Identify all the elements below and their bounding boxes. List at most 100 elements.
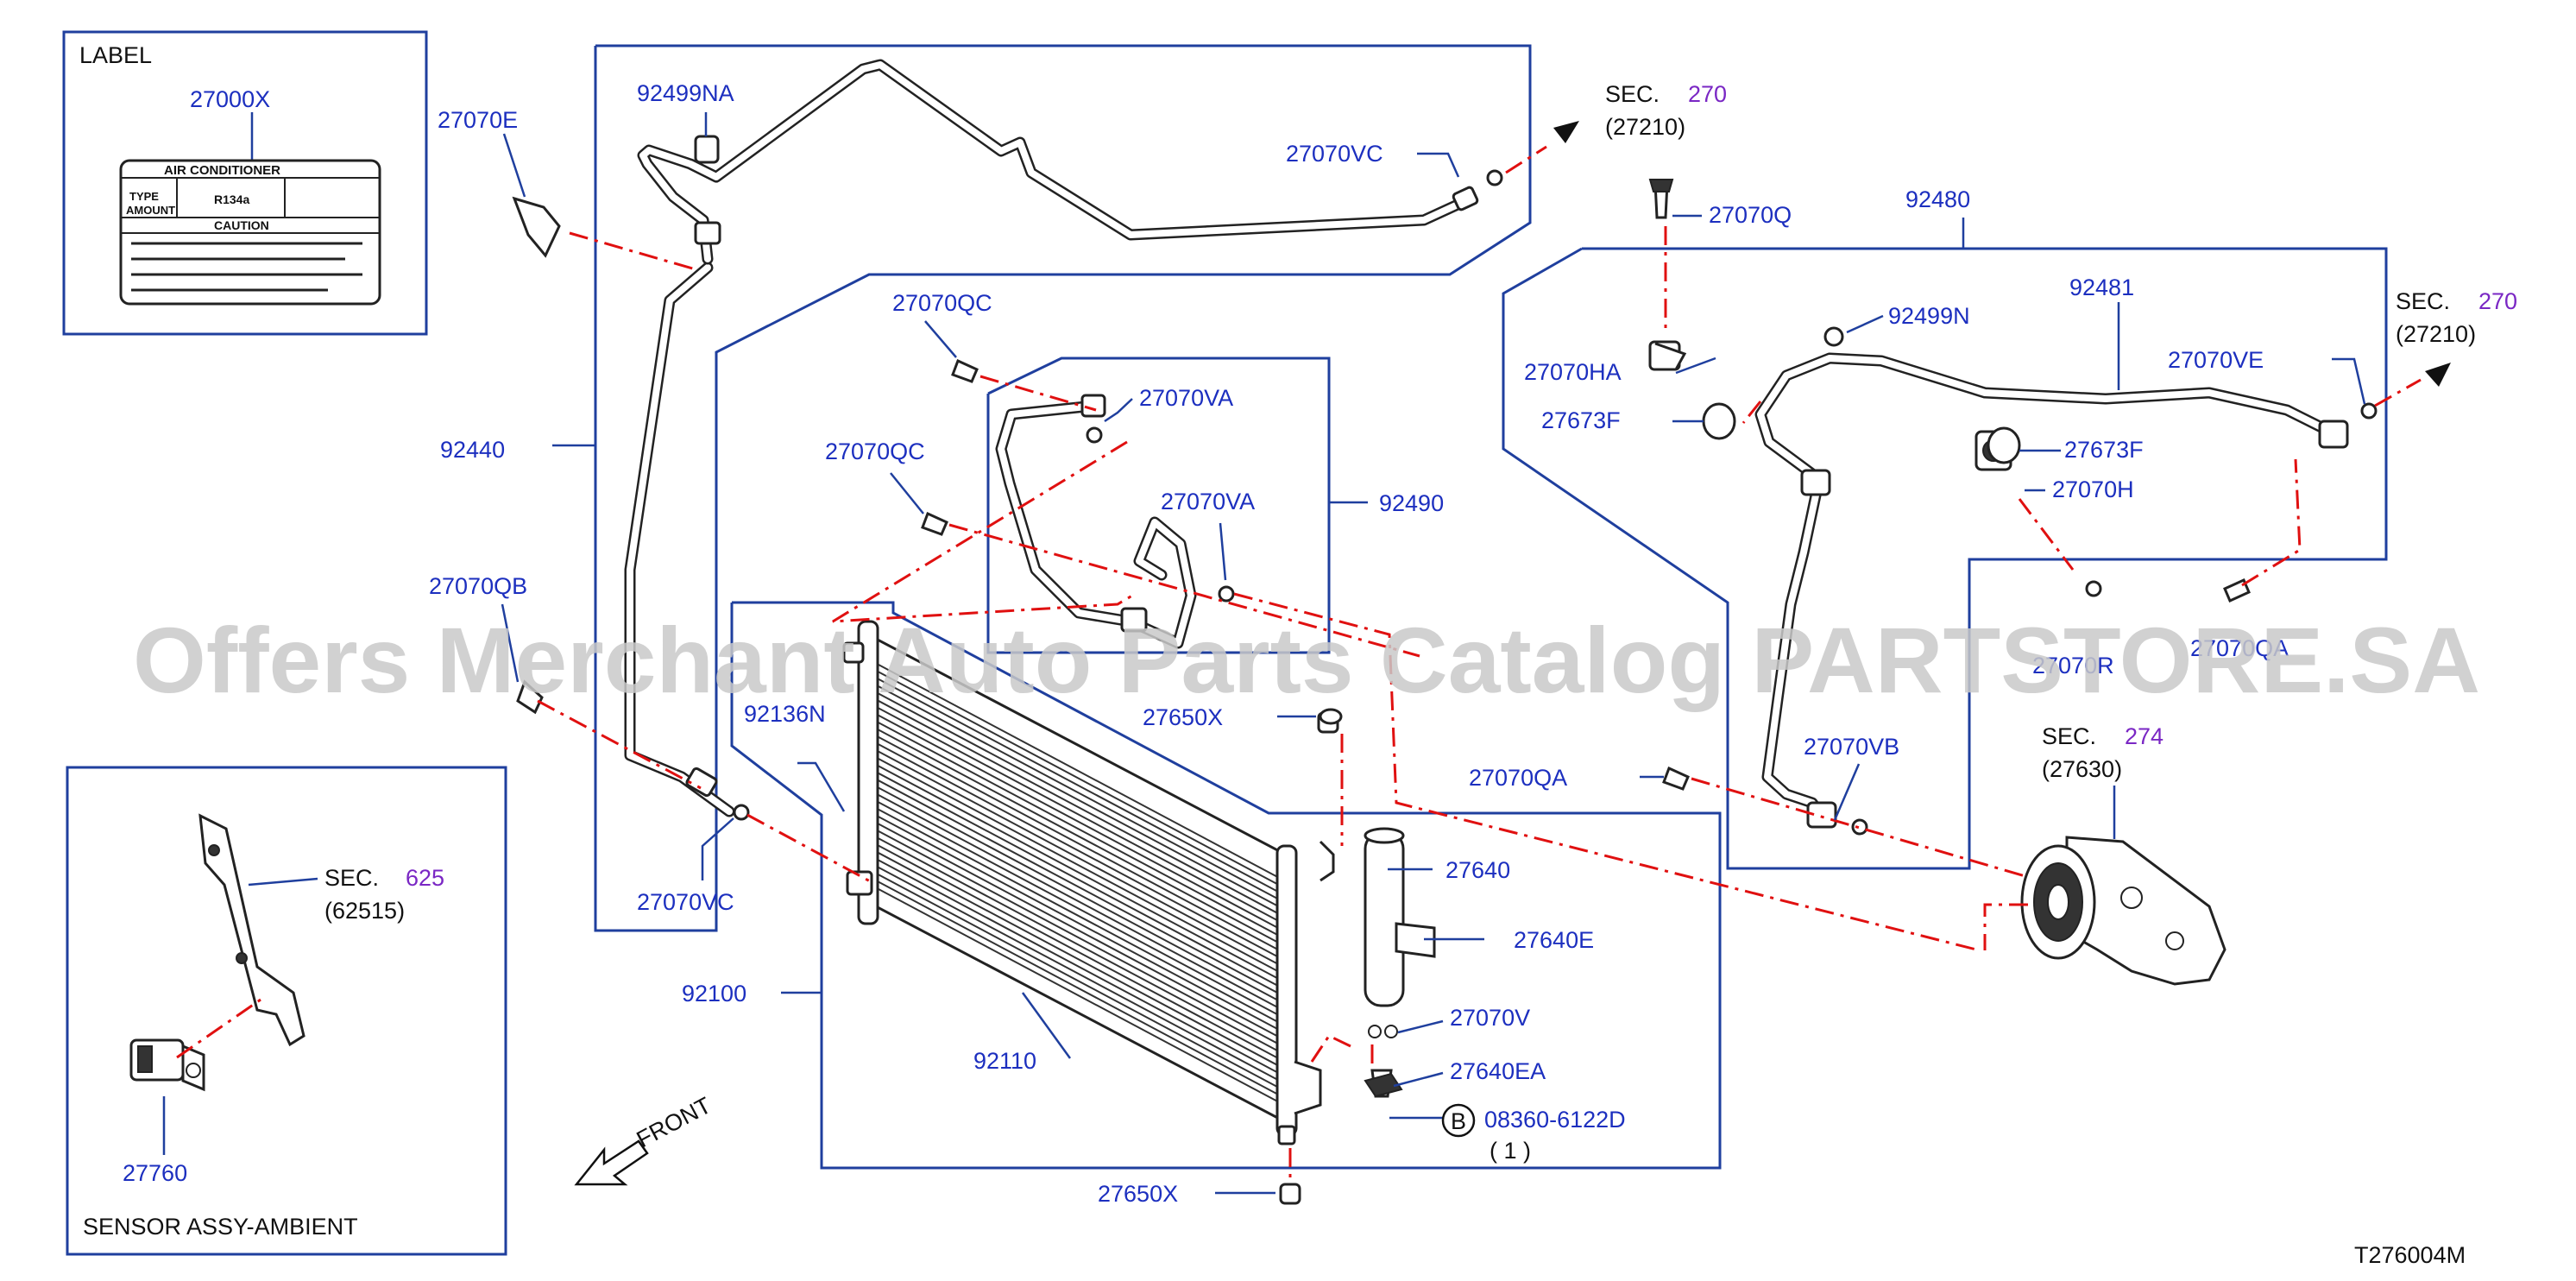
condenser-fin-line <box>878 678 1285 896</box>
part-27640E[interactable]: 27640E <box>1514 927 1594 953</box>
condenser-fin-line <box>878 750 1285 969</box>
part-92136N[interactable]: 92136N <box>744 701 826 727</box>
condenser-fin-line <box>878 772 1285 990</box>
condenser-fin-line <box>878 830 1285 1048</box>
frame-92100 <box>730 601 1722 1170</box>
condenser-92110 <box>842 620 1335 1145</box>
condenser-fin-line <box>878 852 1285 1070</box>
receiver-dryer-27640 <box>1364 827 1436 1007</box>
condenser-fin-line <box>878 729 1285 947</box>
part-27070R[interactable]: 27070R <box>2032 653 2114 678</box>
condenser-fin-line <box>878 888 1285 1106</box>
sec-270-left-ref: (27210) <box>1605 114 1685 140</box>
condenser-fin-line <box>878 671 1285 889</box>
condenser-fin-line <box>878 786 1285 1005</box>
part-27070QA-right[interactable]: 27070QA <box>2190 635 2289 661</box>
sensor-inset: SEC. 625 (62515) 27760 SENSOR ASSY-AMBIE… <box>66 766 507 1256</box>
part-27070QC-lower[interactable]: 27070QC <box>825 439 925 464</box>
part-27070QC-upper[interactable]: 27070QC <box>892 290 992 316</box>
pipe-92490 <box>995 394 1197 649</box>
sticker-refrigerant: R134a <box>214 192 249 206</box>
sec-270-right-num[interactable]: 270 <box>2478 288 2517 314</box>
condenser-fin-line <box>878 844 1285 1063</box>
part-27070VB[interactable]: 27070VB <box>1804 734 1899 760</box>
part-27673F-left[interactable]: 27673F <box>1541 407 1621 433</box>
part-92499N[interactable]: 92499N <box>1888 303 1970 329</box>
part-27650X-upper[interactable]: 27650X <box>1143 704 1223 730</box>
condenser-fin-line <box>878 880 1285 1099</box>
condenser-fin-line <box>878 779 1285 998</box>
sec-274-ref: (27630) <box>2042 756 2122 782</box>
sec-270-left-num[interactable]: 270 <box>1688 81 1727 107</box>
part-27070HA[interactable]: 27070HA <box>1524 359 1622 385</box>
part-27650X-lower[interactable]: 27650X <box>1098 1181 1178 1207</box>
sec-270-right-ref: (27210) <box>2396 321 2476 347</box>
front-label: FRONT <box>633 1092 715 1152</box>
connection-lines <box>537 145 2422 1184</box>
condenser-fin-line <box>878 837 1285 1056</box>
label-inset-title: LABEL <box>79 42 152 68</box>
bolt-reference: B 08360-6122D ( 1 ) <box>1441 1103 1626 1164</box>
frame-92480 <box>1502 247 2388 870</box>
sticker-caution: CAUTION <box>214 218 269 232</box>
sticker-amount: AMOUNT <box>126 204 175 217</box>
condenser-fin-line <box>878 714 1285 932</box>
condenser-fin-line <box>878 816 1285 1034</box>
part-27070H[interactable]: 27070H <box>2052 476 2134 502</box>
condenser-fin-line <box>878 700 1285 918</box>
sticker-heading: AIR CONDITIONER <box>164 163 280 178</box>
sensor-sec-word: SEC. <box>324 865 379 891</box>
condenser-fins <box>878 664 1285 1106</box>
part-92499NA[interactable]: 92499NA <box>637 80 734 106</box>
part-27070E[interactable]: 27070E <box>438 107 518 133</box>
part-27070QB[interactable]: 27070QB <box>429 573 527 599</box>
condenser-fin-line <box>878 801 1285 1019</box>
watermark: Offers Merchant Auto Parts Catalog PARTS… <box>133 608 2480 712</box>
sticker-type: TYPE <box>129 190 159 203</box>
part-27640[interactable]: 27640 <box>1445 857 1510 883</box>
part-27070QA[interactable]: 27070QA <box>1469 765 1567 791</box>
sec-270-left-word: SEC. <box>1605 81 1660 107</box>
condenser-fin-line <box>878 758 1285 975</box>
condenser-fin-line <box>878 685 1285 904</box>
part-27070VE[interactable]: 27070VE <box>2168 347 2264 373</box>
front-arrow: FRONT <box>574 1092 715 1186</box>
ac-label-sticker: AIR CONDITIONER TYPE AMOUNT R134a CAUTIO… <box>119 159 381 306</box>
part-27640EA[interactable]: 27640EA <box>1450 1058 1546 1084</box>
part-27070V[interactable]: 27070V <box>1450 1005 1530 1031</box>
part-27070VC-top[interactable]: 27070VC <box>1286 141 1383 167</box>
part-27070VC-bottom[interactable]: 27070VC <box>637 889 734 915</box>
bolt-marker: B <box>1451 1108 1466 1134</box>
part-92440[interactable]: 92440 <box>440 437 505 463</box>
condenser-fin-line <box>878 866 1285 1084</box>
part-27070VA-upper[interactable]: 27070VA <box>1139 385 1233 411</box>
sec-274-word: SEC. <box>2042 723 2096 749</box>
part-92480[interactable]: 92480 <box>1905 186 1970 212</box>
label-leaders <box>501 112 2366 1195</box>
part-08360-6122D[interactable]: 08360-6122D <box>1484 1107 1626 1133</box>
section-refs: SEC. 270 (27210) SEC. 270 (27210) SEC. 2… <box>1605 81 2517 782</box>
condenser-fin-line <box>878 735 1285 954</box>
sec-270-arrow-right <box>2425 363 2451 387</box>
condenser-fin-line <box>878 859 1285 1077</box>
part-27070Q[interactable]: 27070Q <box>1709 202 1792 228</box>
condenser-fin-line <box>878 707 1285 925</box>
part-92110[interactable]: 92110 <box>973 1048 1036 1074</box>
part-92100[interactable]: 92100 <box>682 981 746 1006</box>
sensor-sec-num[interactable]: 625 <box>406 865 444 891</box>
condenser-fin-line <box>878 664 1285 881</box>
part-27070VA-lower[interactable]: 27070VA <box>1161 489 1255 514</box>
bolt-quantity: ( 1 ) <box>1490 1138 1531 1164</box>
sensor-sec-ref: (62515) <box>324 898 405 924</box>
part-27760[interactable]: 27760 <box>123 1160 187 1186</box>
sensor-inset-title: SENSOR ASSY-AMBIENT <box>83 1214 358 1240</box>
sec-274-num[interactable]: 274 <box>2125 723 2163 749</box>
label-inset: LABEL 27000X AIR CONDITIONER TYPE AMOUNT… <box>62 30 428 336</box>
part-92481[interactable]: 92481 <box>2069 274 2134 300</box>
label-part-27000X[interactable]: 27000X <box>190 86 270 112</box>
ac-compressor <box>2020 836 2226 986</box>
part-27673F-right[interactable]: 27673F <box>2064 437 2144 463</box>
part-92490[interactable]: 92490 <box>1379 490 1444 516</box>
condenser-fin-line <box>878 765 1285 983</box>
